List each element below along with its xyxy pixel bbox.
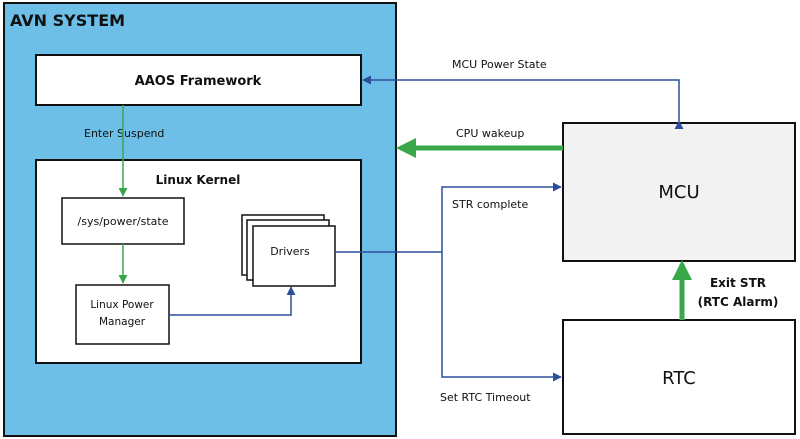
cpu-wakeup-label: CPU wakeup	[456, 127, 524, 140]
exit-str-label-line2: (RTC Alarm)	[698, 295, 779, 309]
mcu-power-state-arrow	[362, 75, 684, 130]
drivers-box	[252, 225, 336, 287]
power-manager-to-drivers-arrow	[169, 286, 296, 316]
rtc-label: RTC	[662, 368, 696, 389]
exit-str-label-line1: Exit STR	[710, 276, 766, 290]
enter-suspend-label: Enter Suspend	[84, 127, 164, 140]
str-complete-label: STR complete	[452, 198, 528, 211]
set-rtc-timeout-label: Set RTC Timeout	[440, 391, 531, 404]
linux-power-manager-label-line1: Linux Power	[90, 299, 154, 311]
mcu-power-state-label: MCU Power State	[452, 58, 547, 71]
sys-power-state-label: /sys/power/state	[78, 215, 169, 228]
linux-kernel-label: Linux Kernel	[156, 173, 241, 187]
avn-system-title: AVN SYSTEM	[10, 11, 125, 30]
str-complete-arrow	[441, 182, 562, 252]
mcu-box	[562, 122, 796, 262]
aaos-framework-label: AAOS Framework	[135, 74, 262, 89]
linux-power-manager-box	[75, 284, 170, 345]
linux-power-manager-label-line2: Manager	[99, 316, 146, 328]
rtc-box	[562, 319, 796, 435]
set-rtc-timeout-arrow	[441, 252, 562, 382]
sys-power-state-box	[61, 197, 185, 245]
drivers-label: Drivers	[270, 245, 310, 258]
aaos-framework-box	[35, 54, 362, 106]
mcu-label: MCU	[658, 182, 699, 203]
